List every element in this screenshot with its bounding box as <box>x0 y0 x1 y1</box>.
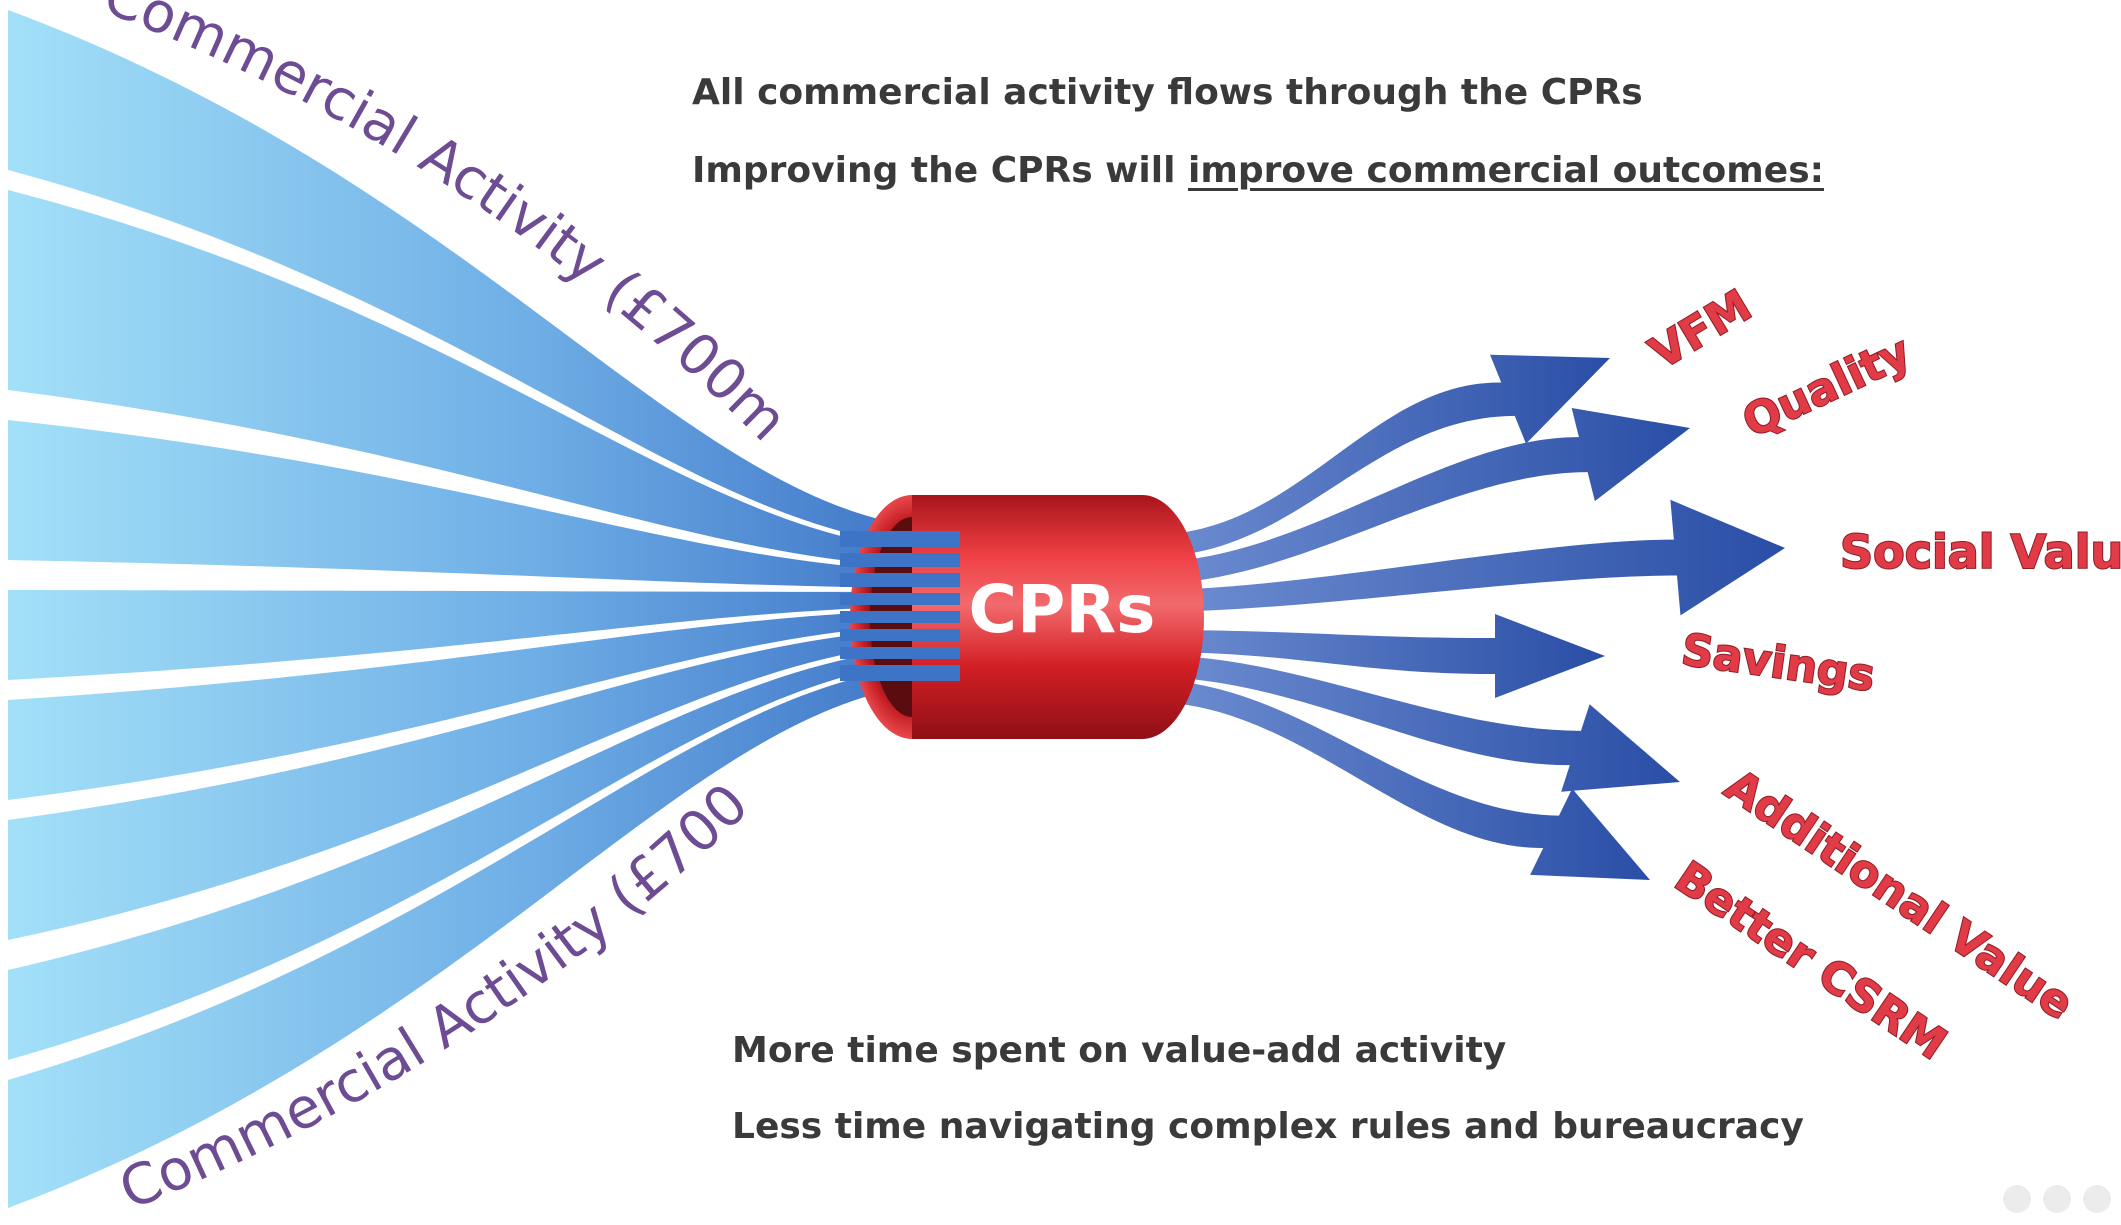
outflow-arrow <box>1150 614 1605 698</box>
footer-line-2: Less time navigating complex rules and b… <box>732 1106 1804 1147</box>
header-line-2: Improving the CPRs will improve commerci… <box>692 150 1824 191</box>
inflow-stream-inner <box>840 573 960 587</box>
outcome-quality: Quality <box>1735 326 1918 448</box>
inflow-stream-inner <box>840 611 960 623</box>
inflow-stream <box>8 420 960 588</box>
outflow-arrow <box>1150 655 1680 792</box>
slide-nav-dots[interactable] <box>1991 1185 2111 1218</box>
inflow-streams <box>8 10 960 1208</box>
outflow-arrows <box>1150 354 1785 880</box>
hub-label: CPRs <box>969 571 1156 648</box>
nav-dot[interactable] <box>2003 1185 2031 1213</box>
inflow-stream-inner <box>840 629 960 641</box>
outflow-arrow <box>1150 680 1650 880</box>
inflow-stream-inner <box>840 593 960 605</box>
footer-line-1: More time spent on value-add activity <box>732 1030 1507 1071</box>
inflow-stream <box>8 10 960 548</box>
outcome-vfm: VFM <box>1641 280 1760 379</box>
inflow-stream-inner <box>840 553 960 567</box>
inflow-inner-streams <box>840 531 960 681</box>
outcome-social-value: Social Value <box>1840 525 2121 579</box>
inflow-stream <box>8 610 960 800</box>
outflow-arrow <box>1150 499 1785 616</box>
inflow-stream <box>8 190 960 568</box>
inflow-stream <box>8 664 960 1208</box>
outflow-arrow <box>1150 354 1610 557</box>
inflow-stream <box>8 646 960 1060</box>
header-line-1: All commercial activity flows through th… <box>692 72 1643 113</box>
inflow-stream <box>8 590 960 680</box>
nav-dot[interactable] <box>2043 1185 2071 1213</box>
hub-end <box>1080 495 1204 739</box>
outflow-arrow <box>1150 408 1690 584</box>
header-line-2-prefix: Improving the CPRs will <box>692 150 1188 191</box>
header-line-2-underlined: improve commercial outcomes: <box>1187 150 1825 191</box>
inflow-stream <box>8 628 960 940</box>
inflow-stream-inner <box>840 647 960 659</box>
nav-dot[interactable] <box>2083 1185 2111 1213</box>
inflow-stream-inner <box>840 665 960 681</box>
outcome-savings: Savings <box>1678 624 1877 702</box>
inflow-stream-inner <box>840 531 960 547</box>
